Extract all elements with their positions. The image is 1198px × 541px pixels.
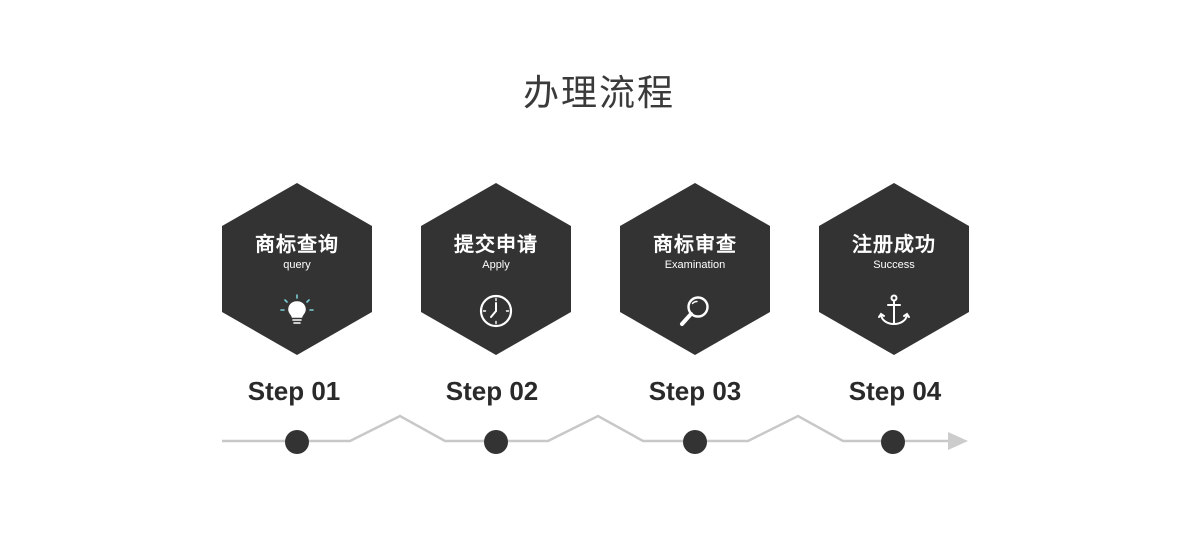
step-hexagon-examination: 商标审查 Examination [620, 183, 770, 355]
step-label: Step 02 [445, 376, 539, 406]
timeline-dot [881, 430, 905, 454]
step-title-en: Success [873, 259, 915, 271]
step-label: Step 03 [648, 376, 742, 406]
hexagon-shape [819, 183, 969, 355]
step-title-cn: 注册成功 [852, 232, 936, 256]
timeline-line [222, 414, 950, 443]
step-title-en: query [283, 259, 311, 271]
hexagon-shape [421, 183, 571, 355]
lightbulb-icon [280, 294, 314, 324]
hexagon-shape [222, 183, 372, 355]
step-title-cn: 商标查询 [255, 232, 339, 256]
step-title-en: Examination [664, 259, 726, 271]
step-hexagon-query: 商标查询 query [222, 183, 372, 355]
timeline-dot [484, 430, 508, 454]
timeline-dot [683, 430, 707, 454]
hexagon-shape [620, 183, 770, 355]
anchor-icon [878, 294, 910, 326]
step-title-en: Apply [482, 259, 510, 271]
clock-icon [479, 294, 513, 328]
magnifier-icon [680, 296, 709, 326]
step-title-cn: 提交申请 [454, 232, 538, 256]
page-title: 办理流程 [522, 73, 675, 114]
step-title-cn: 商标审查 [653, 232, 737, 256]
step-hexagon-success: 注册成功 Success [819, 183, 969, 355]
step-label: Step 01 [247, 376, 341, 406]
timeline-arrow-head [948, 432, 968, 450]
step-hexagon-apply: 提交申请 Apply [421, 183, 571, 355]
step-label: Step 04 [848, 376, 942, 406]
timeline-dot [285, 430, 309, 454]
